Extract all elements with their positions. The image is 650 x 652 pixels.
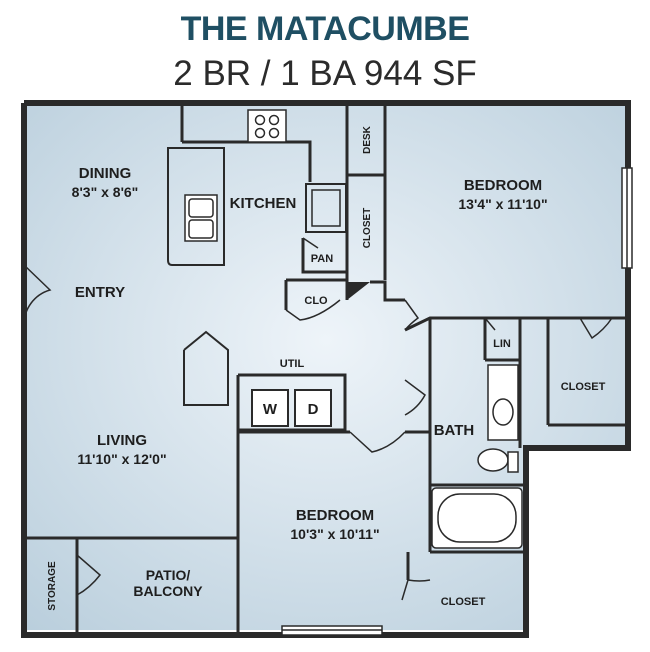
- door-swings: [23, 237, 613, 601]
- lin-label: LIN: [493, 338, 511, 350]
- patio-label-line1: PATIO/: [146, 567, 191, 583]
- windows: [281, 167, 633, 636]
- room-labels: DINING 8'3" x 8'6" KITCHEN BEDROOM 13'4"…: [72, 165, 548, 599]
- basin-icon: [492, 398, 514, 426]
- entry-label: ENTRY: [75, 284, 125, 301]
- closet-vertical-label: CLOSET: [362, 208, 373, 249]
- plan-specs: 2 BR / 1 BA 944 SF: [173, 54, 477, 93]
- dryer-label: D: [308, 401, 319, 418]
- util-label: UTIL: [280, 358, 305, 370]
- clo-label: CLO: [304, 295, 328, 307]
- bath-fixtures: [431, 364, 523, 549]
- toilet-tank-icon: [507, 451, 519, 473]
- patio-label-line2: BALCONY: [133, 583, 203, 599]
- dining-size: 8'3" x 8'6": [72, 184, 139, 200]
- bath-label: BATH: [434, 422, 475, 439]
- dining-label: DINING: [79, 165, 132, 182]
- storage-label: STORAGE: [47, 561, 58, 611]
- sink-icon: [184, 194, 218, 242]
- kitchen-label: KITCHEN: [230, 195, 297, 212]
- washer-label: W: [263, 401, 278, 418]
- toilet-icon: [477, 448, 509, 472]
- washer-dryer: [251, 389, 332, 427]
- bedroom1-size: 13'4" x 11'10": [458, 196, 547, 212]
- washer-icon: [251, 389, 289, 427]
- living-size: 11'10" x 12'0": [77, 451, 166, 467]
- desk-label: DESK: [362, 125, 373, 154]
- bedroom2-label: BEDROOM: [296, 507, 374, 524]
- dryer-icon: [294, 389, 332, 427]
- exterior-walls: [21, 100, 631, 638]
- fixture-labels: DESK CLOSET PAN CLO UTIL W D LIN CLOSET …: [47, 125, 606, 610]
- living-label: LIVING: [97, 432, 147, 449]
- stove-icon: [247, 109, 287, 143]
- closet-corner: [347, 282, 370, 300]
- plan-title: THE MATACUMBE: [180, 10, 470, 48]
- closet-bed2-label: CLOSET: [441, 596, 486, 608]
- pan-label: PAN: [311, 253, 333, 265]
- bedroom2-size: 10'3" x 10'11": [290, 526, 379, 542]
- bedroom1-label: BEDROOM: [464, 177, 542, 194]
- closet-bed1-label: CLOSET: [561, 381, 606, 393]
